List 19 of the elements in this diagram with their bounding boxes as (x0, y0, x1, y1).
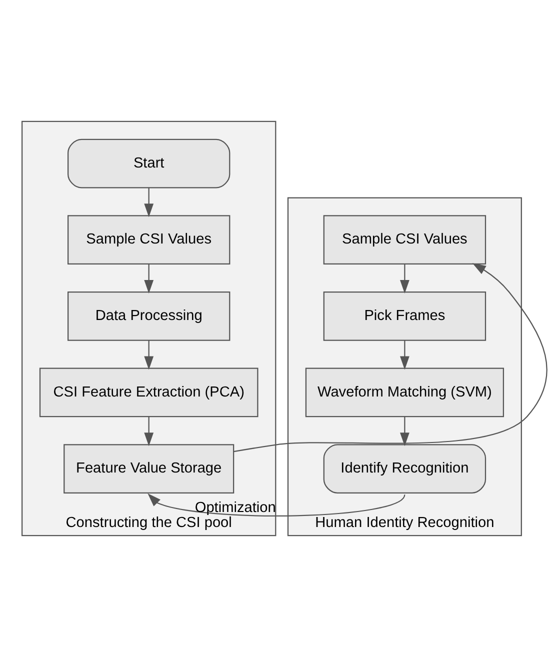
arrow (144, 340, 154, 370)
node-box: CSI Feature Extraction (PCA) (39, 368, 258, 418)
edge-label: Optimization (194, 500, 276, 516)
node-box: Waveform Matching (SVM) (305, 368, 504, 418)
arrow (400, 340, 410, 370)
arrow (234, 263, 548, 452)
arrow (400, 416, 410, 446)
arrow (400, 264, 410, 294)
node-box: Start (68, 138, 230, 188)
arrow (144, 188, 154, 218)
node-box: Data Processing (68, 291, 230, 341)
arrow (148, 493, 406, 516)
arrow (144, 264, 154, 294)
node-box: Pick Frames (323, 291, 486, 341)
node-box: Sample CSI Values (68, 215, 230, 265)
node-box: Feature Value Storage (64, 444, 234, 494)
node-box: Sample CSI Values (323, 215, 486, 265)
arrow (144, 416, 154, 446)
node-box: Identify Recognition (323, 444, 486, 494)
